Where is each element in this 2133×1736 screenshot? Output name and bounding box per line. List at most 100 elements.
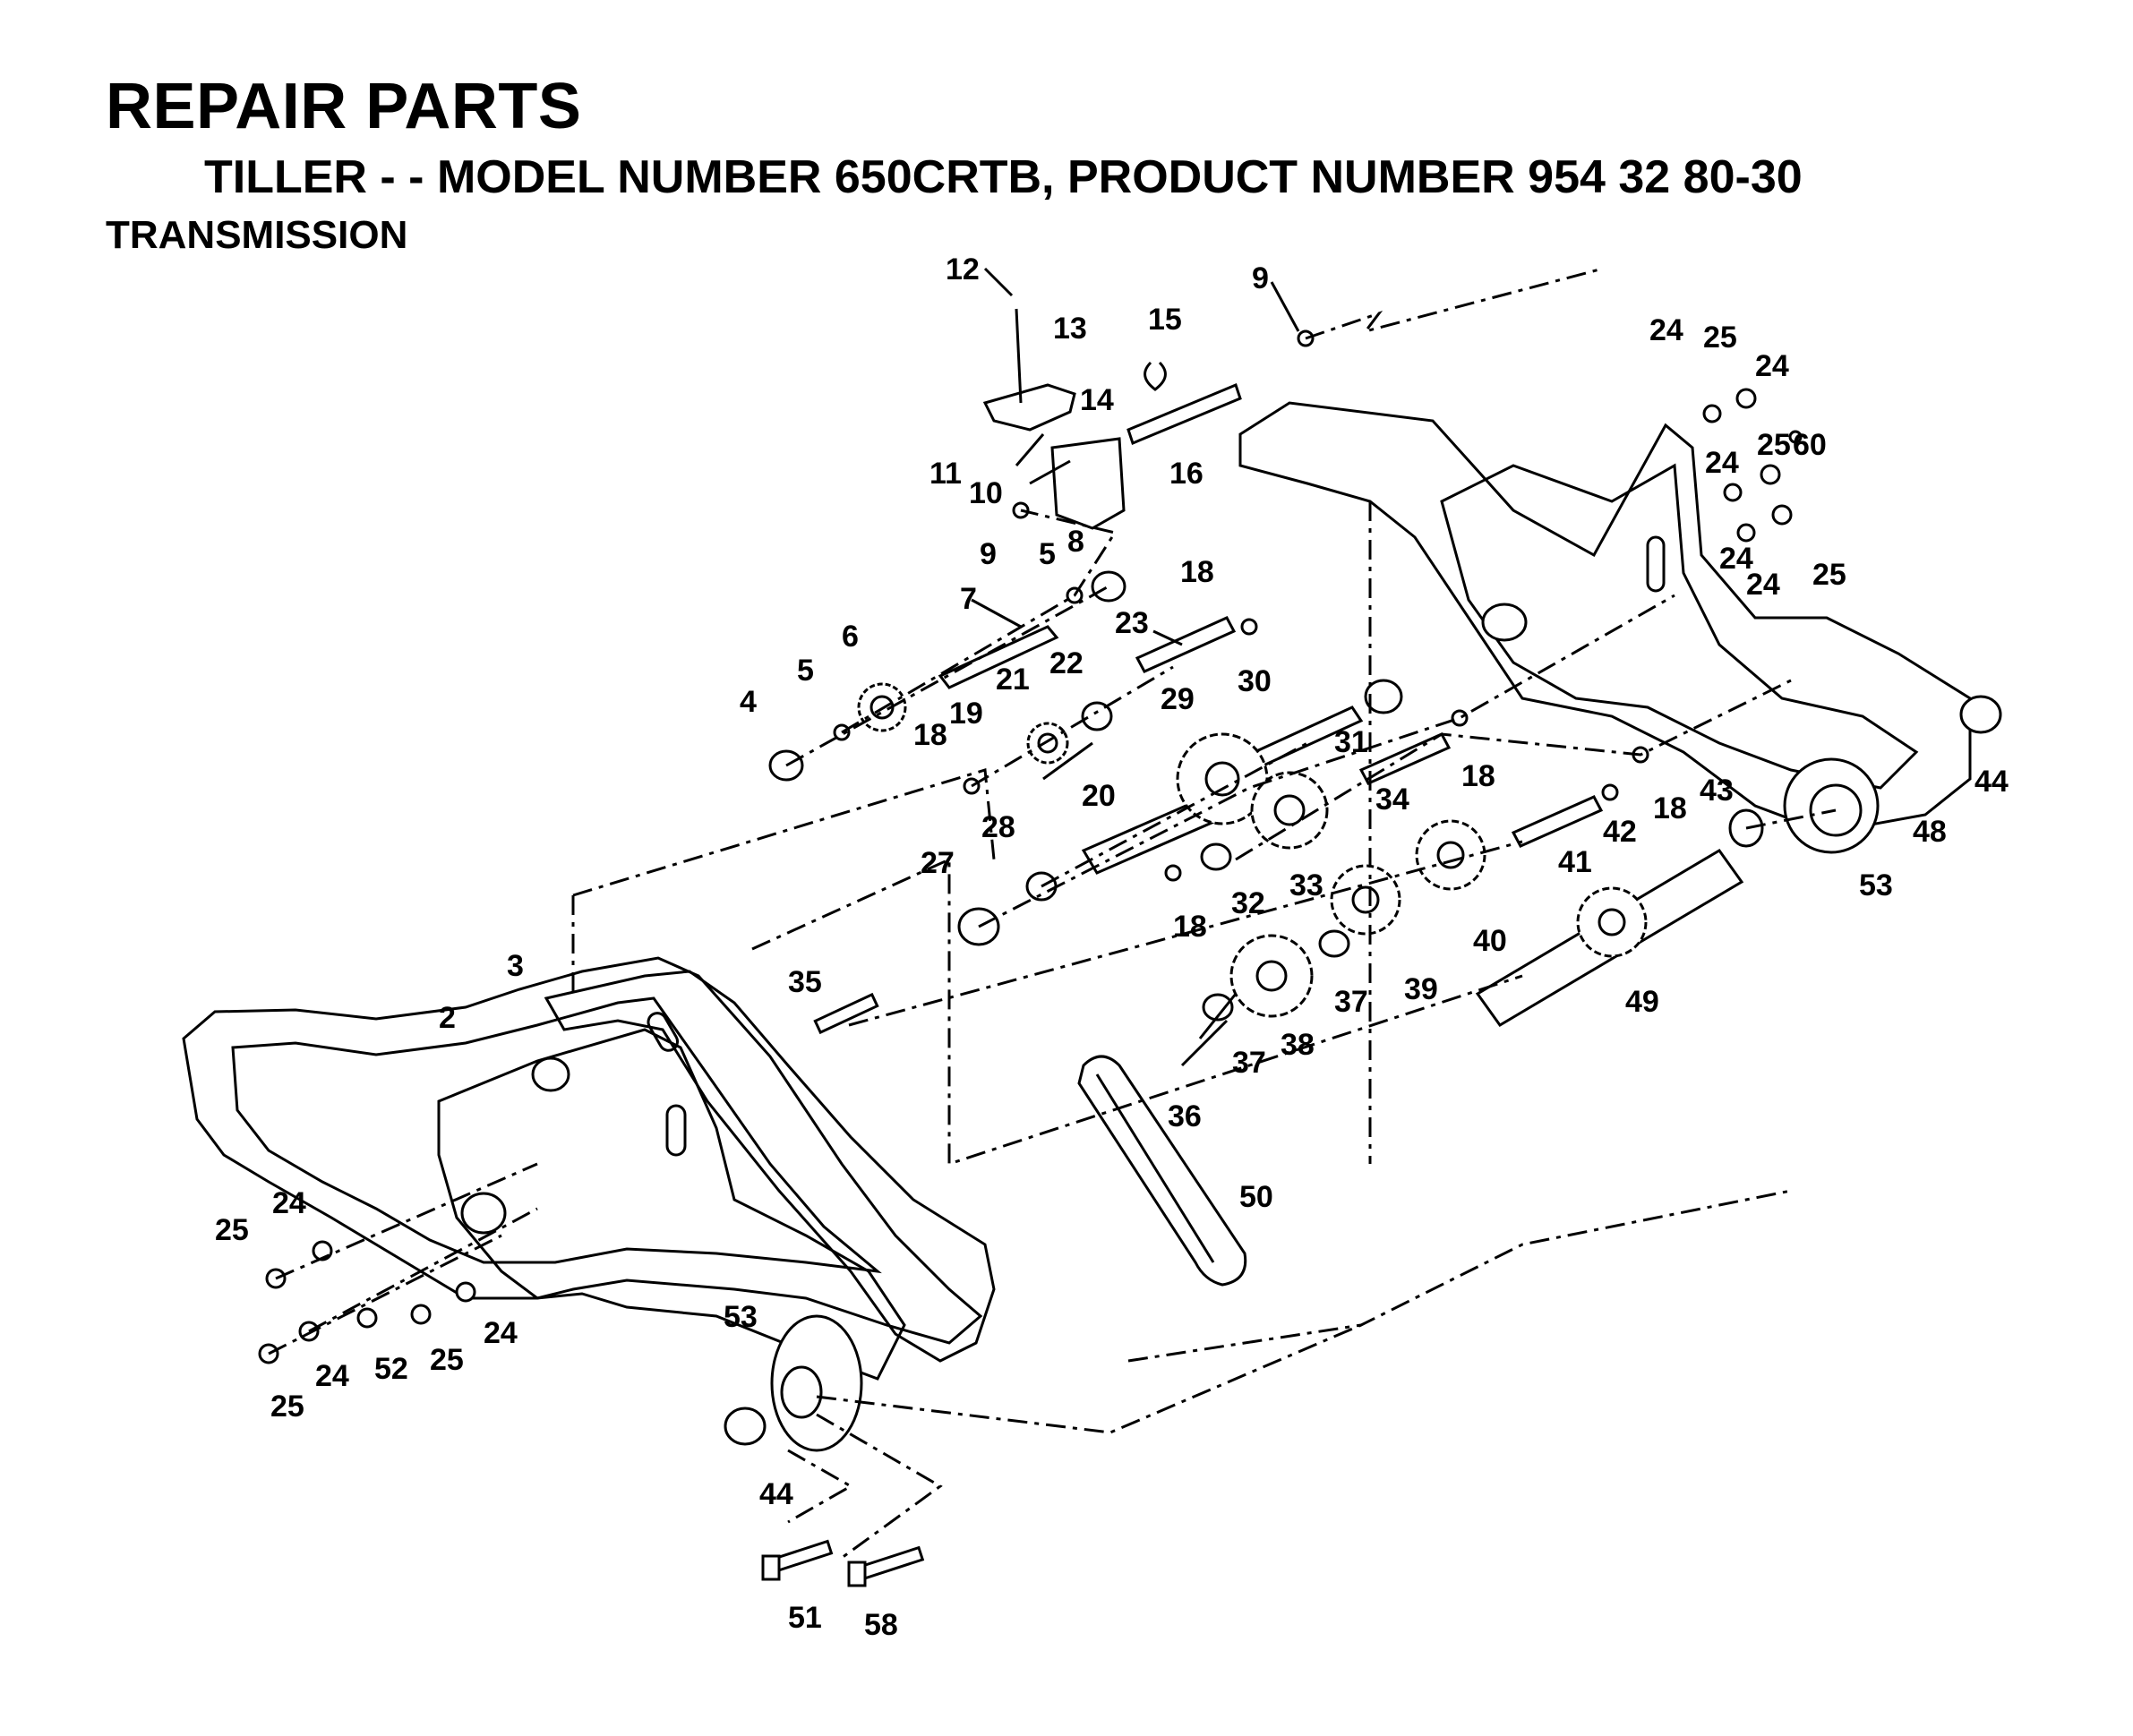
callout-13: 13 <box>1053 312 1087 346</box>
callout-11: 11 <box>929 457 962 491</box>
callout-58: 58 <box>864 1608 898 1642</box>
callout-4: 4 <box>740 685 757 719</box>
callout-36: 36 <box>1168 1099 1202 1133</box>
callout-52: 52 <box>374 1352 408 1386</box>
callout-18: 18 <box>1180 555 1214 589</box>
callout-23: 23 <box>1115 606 1149 640</box>
callout-37: 37 <box>1334 985 1368 1019</box>
callout-24a: 24 <box>1649 313 1683 347</box>
callout-44-left: 44 <box>759 1477 793 1511</box>
spacer-44-left <box>724 1407 767 1446</box>
sprocket-33 <box>1250 771 1329 850</box>
callout-16: 16 <box>1169 457 1204 491</box>
callout-24c: 24 <box>1746 568 1780 602</box>
sprocket-38 <box>1229 934 1314 1018</box>
bolt-58 <box>847 1545 925 1587</box>
callout-18e: 18 <box>1653 791 1687 825</box>
callout-24f: 24 <box>315 1359 349 1393</box>
bolt-35 <box>813 992 879 1035</box>
shaft-23 <box>1135 616 1237 673</box>
sprocket-29 <box>1176 732 1269 825</box>
callout-12: 12 <box>946 252 980 286</box>
callout-9: 9 <box>1252 261 1269 295</box>
callout-14: 14 <box>1080 383 1114 417</box>
callout-8: 8 <box>1067 525 1084 559</box>
callout-19: 19 <box>949 697 983 731</box>
callout-50: 50 <box>1239 1180 1273 1214</box>
right-fasteners <box>1702 388 1803 543</box>
callout-24h: 24 <box>1755 349 1789 383</box>
callout-27: 27 <box>921 846 955 880</box>
callout-29: 29 <box>1161 682 1195 716</box>
callout-41: 41 <box>1558 845 1592 879</box>
callout-9b: 9 <box>980 537 997 571</box>
left-housing-inner <box>231 996 882 1274</box>
callout-24d: 24 <box>1719 542 1753 576</box>
callout-18b: 18 <box>913 718 947 752</box>
gasket <box>544 970 996 1363</box>
housing-slot-left-1 <box>647 1012 679 1052</box>
left-housing-plate <box>437 1028 906 1381</box>
callout-24g: 24 <box>484 1316 518 1350</box>
callout-60: 60 <box>1793 428 1827 462</box>
right-housing-inner <box>1440 463 1919 790</box>
callout-32: 32 <box>1231 886 1265 920</box>
callout-34: 34 <box>1375 782 1409 817</box>
callout-51: 51 <box>788 1601 822 1635</box>
housing-slot-right <box>1646 535 1666 593</box>
callout-6: 6 <box>842 620 859 654</box>
section-title: TRANSMISSION <box>106 213 408 257</box>
callout-25a: 25 <box>1703 321 1737 355</box>
retaining-clip-15 <box>1144 361 1167 391</box>
callout-28: 28 <box>981 810 1015 844</box>
callout-25b: 25 <box>1757 428 1791 462</box>
callout-31: 31 <box>1334 725 1368 759</box>
pulley-left-hub <box>780 1365 823 1419</box>
callout-15: 15 <box>1148 303 1182 337</box>
right-bearing-bore <box>1481 603 1528 642</box>
callout-35: 35 <box>788 965 822 999</box>
callout-18d: 18 <box>1173 910 1207 944</box>
page-title: REPAIR PARTS <box>106 71 582 142</box>
callout-43: 43 <box>1700 774 1734 808</box>
shaft-41 <box>1511 795 1604 848</box>
model-subtitle: TILLER - - MODEL NUMBER 650CRTB, PRODUCT… <box>204 151 1803 203</box>
callout-49: 49 <box>1625 985 1659 1019</box>
shift-bracket <box>1050 437 1126 530</box>
spacer-44-right <box>1959 695 2002 734</box>
callout-42: 42 <box>1603 815 1637 849</box>
sprocket-39 <box>1330 864 1401 936</box>
callout-39: 39 <box>1404 972 1438 1006</box>
callout-44-right: 44 <box>1975 765 2009 799</box>
shift-pin <box>1015 308 1023 404</box>
callout-53-left: 53 <box>724 1300 758 1334</box>
callout-37b: 37 <box>1232 1046 1266 1080</box>
callout-25c: 25 <box>1812 558 1846 592</box>
shift-rod <box>1126 382 1242 446</box>
callout-22: 22 <box>1049 646 1084 680</box>
callout-48: 48 <box>1913 815 1947 849</box>
callout-30: 30 <box>1238 664 1272 698</box>
callout-25e: 25 <box>430 1343 464 1377</box>
chain-50-inner <box>1095 1073 1215 1263</box>
callout-7: 7 <box>960 582 977 616</box>
callout-25f: 25 <box>270 1390 304 1424</box>
callout-25d: 25 <box>215 1213 249 1247</box>
callout-24b: 24 <box>1705 446 1739 480</box>
callout-3: 3 <box>507 949 524 983</box>
washers <box>833 329 1649 882</box>
housing-slot-left-2 <box>665 1104 687 1157</box>
shift-fork-plate <box>982 383 1076 432</box>
callout-5: 5 <box>1039 537 1056 571</box>
sprocket-49 <box>1576 886 1648 958</box>
chain-50 <box>1077 1055 1247 1287</box>
bolt-51 <box>761 1539 834 1581</box>
gear-21 <box>1026 722 1069 765</box>
assembly-lines <box>268 267 1837 1560</box>
callout-labels: 12 13 15 9 14 11 10 16 9 5 8 7 18 23 6 5… <box>215 252 2009 1642</box>
shaft-7 <box>938 625 1059 689</box>
left-housing-outline <box>182 956 983 1345</box>
bearing-bore-left-upper <box>531 1056 570 1092</box>
bearing-bore-left-lower <box>460 1192 507 1235</box>
